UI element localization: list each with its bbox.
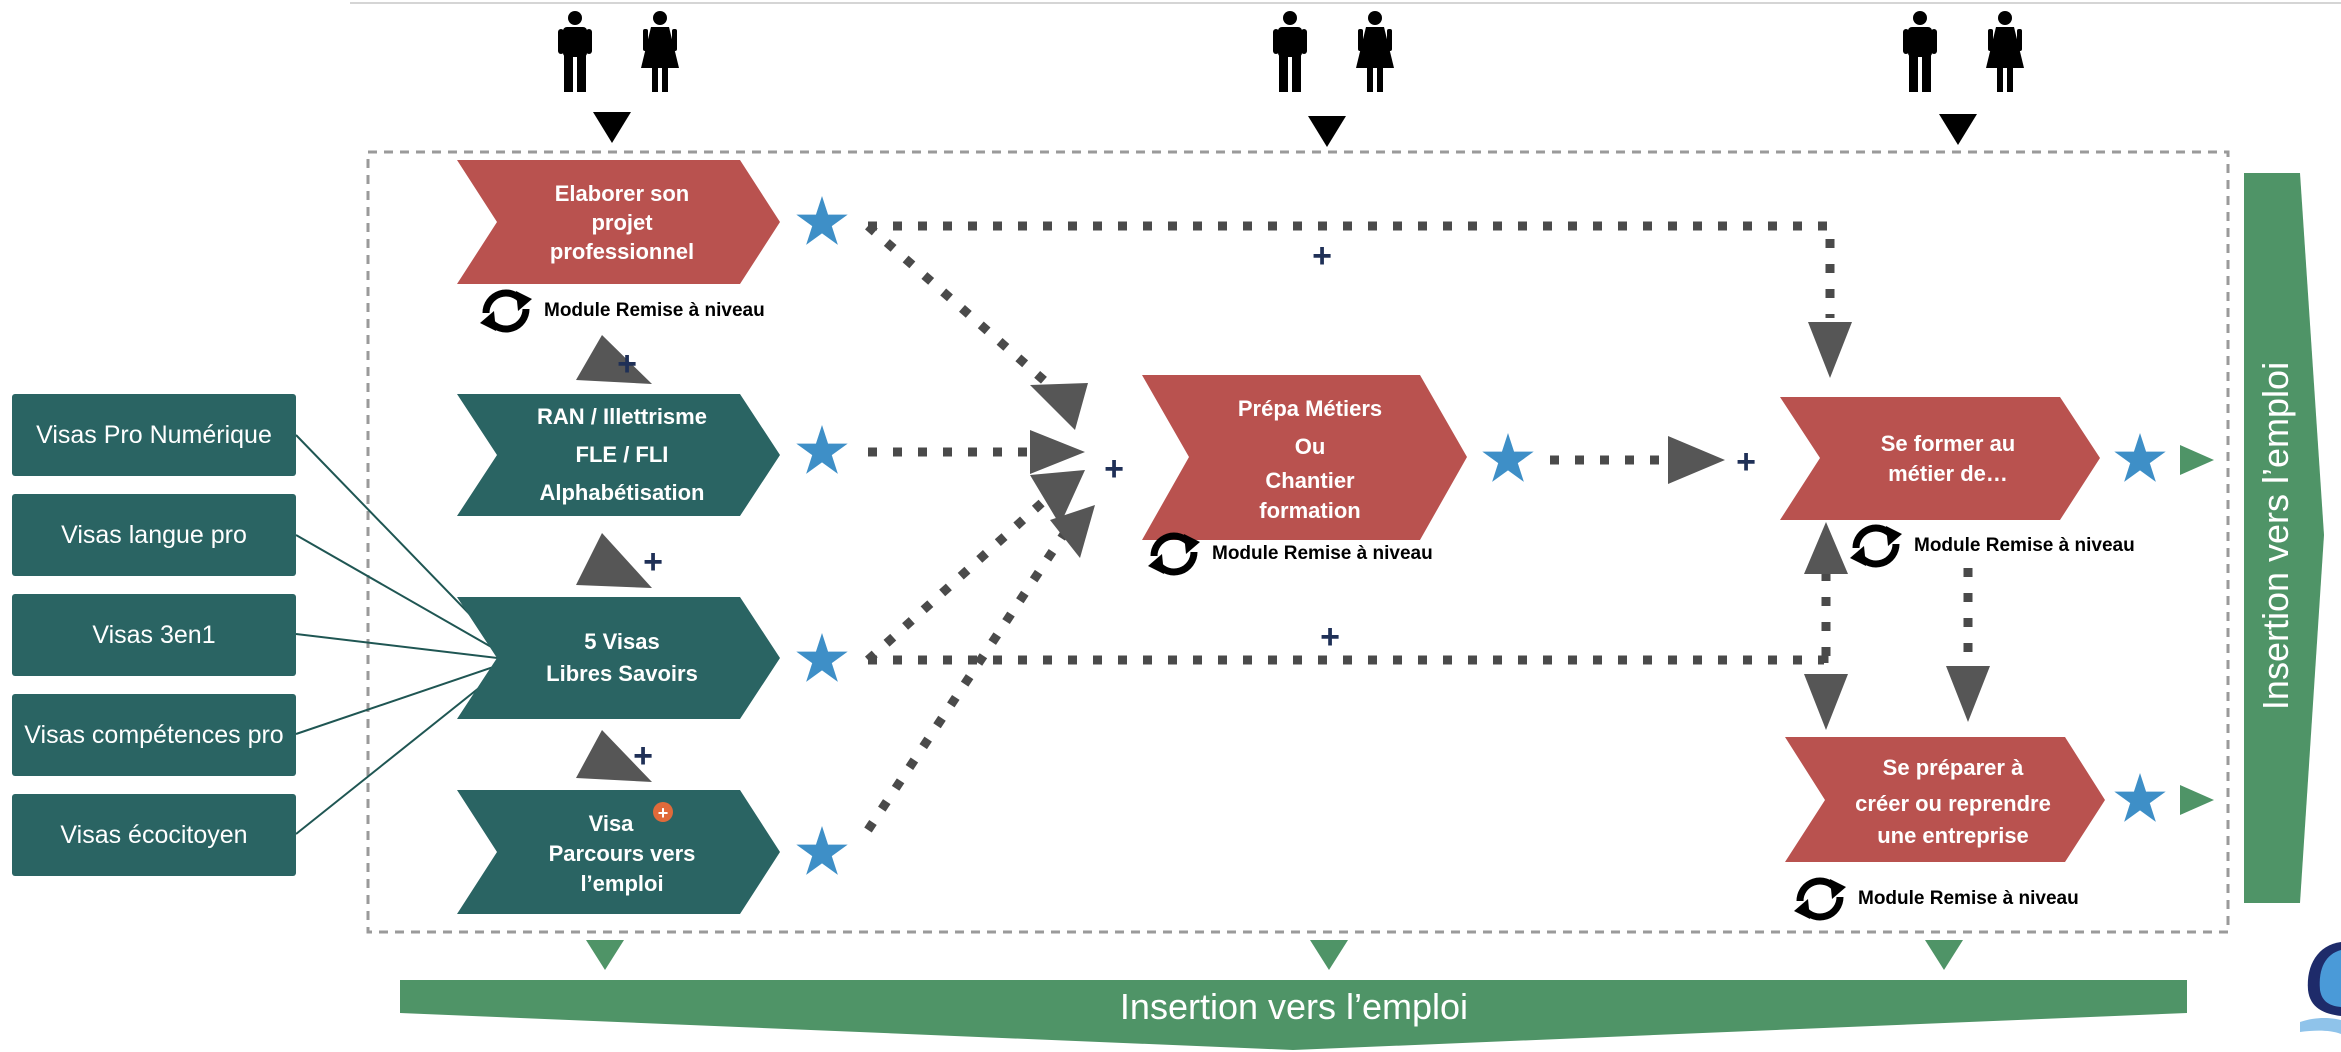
banner-bottom-label: Insertion vers l’emploi: [1119, 986, 1469, 1027]
se-former-line-1: Se former au: [1880, 430, 2016, 456]
prepa-line-1: Prépa Métiers: [1237, 395, 1383, 421]
ran-line-3: Alphabétisation: [539, 480, 705, 505]
prepa-label: Prépa Métiers Ou Chantier formation: [1180, 375, 1440, 540]
se-former-line-2: métier de…: [1888, 460, 2008, 486]
se-preparer-line-3: une entreprise: [1877, 822, 2029, 848]
chevron-se-preparer: [1785, 737, 2105, 862]
prepa-line-4: formation: [1259, 497, 1361, 523]
logo-icon: [2300, 942, 2341, 1034]
visas-libres-label: 5 Visas Libres Savoirs: [497, 597, 747, 719]
plus-sign: +: [617, 345, 637, 383]
ran-line-2: FLE / FLI: [575, 442, 669, 467]
plus-sign: +: [1104, 450, 1124, 488]
entry-arrow-right: [1939, 114, 1977, 145]
exit-arrow-center: [1310, 940, 1348, 970]
star-icon: [796, 826, 848, 875]
star-icon: [2114, 433, 2166, 482]
visa-box-competences-pro: Visas compétences pro: [12, 694, 296, 776]
exit-arrow-se-former: [2180, 445, 2214, 475]
chevron-visas-libres: [457, 597, 780, 719]
visas-libres-line-2: Libres Savoirs: [546, 661, 698, 686]
visa-parcours-line-1: Visa: [588, 811, 634, 836]
visa-box-label: Visas écocitoyen: [60, 820, 248, 849]
visa-box-ecocitoyen: Visas écocitoyen: [12, 794, 296, 876]
people-icon-left: [558, 11, 679, 92]
plus-sign: +: [1320, 618, 1340, 656]
elaborer-line-1: Elaborer son: [554, 180, 690, 206]
star-icon: [2114, 773, 2166, 822]
plus-badge-icon: [653, 802, 673, 822]
visas-libres-line-1: 5 Visas: [584, 629, 660, 654]
refresh-icon: [480, 289, 532, 333]
banner-right: [2244, 173, 2324, 903]
plus-sign: +: [633, 737, 653, 775]
dashed-frame: [366, 150, 2230, 934]
visa-box-label: Visas compétences pro: [24, 720, 284, 749]
visa-box-label: Visas langue pro: [61, 520, 247, 549]
entry-arrow-center: [1308, 116, 1346, 147]
star-icon: [796, 425, 848, 474]
chevron-prepa: [1142, 375, 1467, 540]
ran-label: RAN / Illettrisme FLE / FLI Alphabétisat…: [497, 394, 747, 516]
banner-right-label-wrap: Insertion vers l’emploi: [2244, 172, 2308, 900]
banner-bottom: [400, 980, 2187, 1050]
visa-parcours-line-3: l’emploi: [580, 871, 664, 896]
dotted-connectors: [864, 221, 1973, 833]
module-label: Module Remise à niveau: [1858, 888, 2079, 909]
plus-sign: +: [643, 543, 663, 581]
elaborer-line-3: professionnel: [549, 238, 695, 264]
refresh-icon: [1794, 877, 1846, 921]
se-preparer-label: Se préparer à créer ou reprendre une ent…: [1822, 737, 2084, 862]
refresh-icon: [1148, 532, 1200, 576]
visa-box-3en1: Visas 3en1: [12, 594, 296, 676]
star-icon: [796, 633, 848, 682]
ran-line-1: RAN / Illettrisme: [537, 404, 707, 429]
prepa-line-3: Chantier: [1265, 467, 1355, 493]
people-icon-center: [1273, 11, 1394, 92]
module-label: Module Remise à niveau: [1914, 535, 2135, 556]
elaborer-label: Elaborer son projet professionnel: [497, 160, 747, 284]
people-icon-right: [1903, 11, 2024, 92]
elaborer-line-2: projet: [591, 209, 653, 235]
visa-box-pro-numerique: Visas Pro Numérique: [12, 394, 296, 476]
gray-arrowheads: [576, 322, 1990, 782]
exit-arrow-left: [586, 940, 624, 970]
se-former-label: Se former au métier de…: [1818, 397, 2078, 520]
visa-parcours-line-2: Parcours vers: [548, 841, 696, 866]
star-icon: [796, 196, 848, 245]
module-remise-2: Module Remise à niveau: [1146, 530, 1433, 578]
se-preparer-line-2: créer ou reprendre: [1855, 790, 2051, 816]
plus-sign: +: [1312, 237, 1332, 275]
star-icon: [1482, 433, 1534, 482]
visa-box-langue-pro: Visas langue pro: [12, 494, 296, 576]
banner-right-label: Insertion vers l’emploi: [2255, 361, 2297, 711]
exit-arrow-se-preparer: [2180, 785, 2214, 815]
module-remise-3: Module Remise à niveau: [1848, 522, 2135, 570]
chevron-visa-parcours: [457, 790, 780, 914]
se-preparer-line-1: Se préparer à: [1882, 754, 2024, 780]
visa-parcours-label: Visa Parcours vers l’emploi: [497, 798, 747, 910]
entry-arrow-left: [593, 112, 631, 143]
module-label: Module Remise à niveau: [544, 300, 765, 321]
refresh-icon: [1850, 524, 1902, 568]
plus-sign: +: [1736, 443, 1756, 481]
plus-badge-symbol: +: [658, 803, 669, 823]
module-label: Module Remise à niveau: [1212, 543, 1433, 564]
exit-arrow-right: [1925, 940, 1963, 970]
module-remise-1: Module Remise à niveau: [478, 287, 765, 335]
module-remise-4: Module Remise à niveau: [1792, 875, 2079, 923]
chevron-ran: [457, 394, 780, 516]
prepa-line-2: Ou: [1294, 433, 1326, 459]
chevron-se-former: [1780, 397, 2100, 520]
chevron-elaborer: [457, 160, 780, 284]
visa-box-label: Visas Pro Numérique: [36, 420, 272, 449]
visa-box-label: Visas 3en1: [92, 620, 216, 649]
